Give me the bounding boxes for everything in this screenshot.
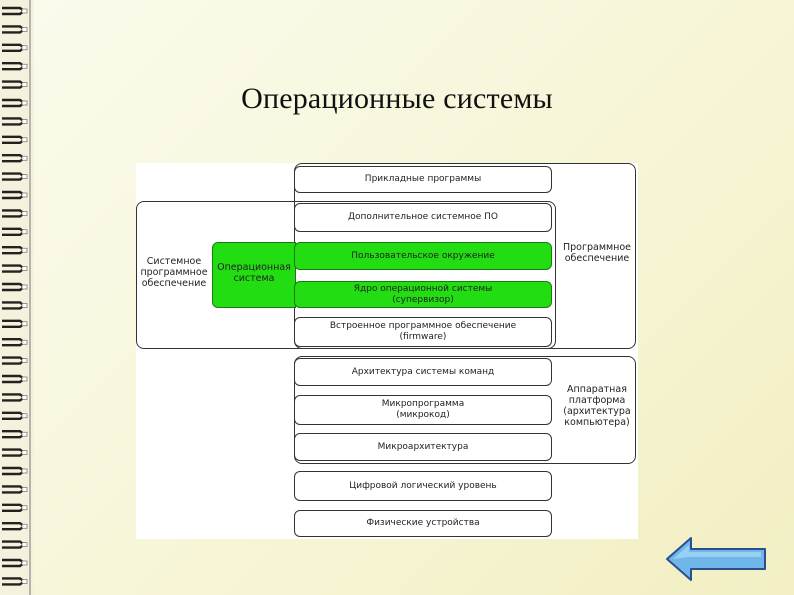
os-layers-diagram: Системное программное обеспечение Операц… bbox=[136, 163, 638, 539]
layer-application-programs: Прикладные программы bbox=[294, 166, 552, 193]
binding-hole bbox=[21, 247, 28, 253]
layer-os-kernel: Ядро операционной системы (супервизор) bbox=[294, 281, 552, 308]
binding-hole bbox=[21, 505, 28, 511]
layer-firmware: Встроенное программное обеспечение (firm… bbox=[294, 317, 552, 347]
binding-hole bbox=[21, 321, 28, 327]
binding-hole bbox=[21, 63, 28, 69]
binding-hole bbox=[21, 339, 28, 345]
binding-hole bbox=[21, 27, 28, 32]
binding-hole bbox=[21, 192, 28, 198]
binding-hole bbox=[21, 487, 28, 492]
slide-title: Операционные системы bbox=[241, 82, 553, 115]
binding-hole bbox=[21, 284, 28, 290]
software-label: Программное обеспечение bbox=[562, 242, 632, 264]
binding-hole bbox=[21, 229, 28, 235]
binding-hole bbox=[21, 8, 28, 14]
operating-system-box: Операционная система bbox=[212, 242, 296, 308]
binding-hole bbox=[21, 137, 28, 143]
binding-hole bbox=[21, 211, 28, 216]
binding-hole bbox=[21, 395, 28, 400]
layer-digital-logic: Цифровой логический уровень bbox=[294, 471, 552, 501]
binding-hole bbox=[21, 358, 28, 363]
layer-physical-devices: Физические устройства bbox=[294, 510, 552, 537]
binding-hole bbox=[21, 560, 28, 566]
binding-hole bbox=[21, 303, 28, 308]
binding-hole bbox=[21, 542, 28, 547]
layer-additional-system-software: Дополнительное системное ПО bbox=[294, 203, 552, 232]
binding-hole bbox=[21, 376, 28, 382]
binding-hole bbox=[21, 468, 28, 474]
binding-hole bbox=[21, 45, 28, 51]
binding-hole bbox=[21, 100, 28, 106]
binding-hole bbox=[21, 431, 28, 437]
layer-microprogram: Микропрограмма (микрокод) bbox=[294, 395, 552, 425]
binding-hole bbox=[21, 579, 28, 584]
spiral-binding bbox=[0, 0, 34, 595]
binding-hole bbox=[21, 119, 28, 124]
back-arrow-button[interactable] bbox=[665, 536, 767, 582]
layer-microarchitecture: Микроархитектура bbox=[294, 433, 552, 461]
system-software-label: Системное программное обеспечение bbox=[140, 256, 208, 289]
hardware-label: Аппаратная платформа (архитектура компью… bbox=[563, 384, 631, 428]
left-arrow-icon bbox=[666, 537, 766, 581]
binding-hole bbox=[21, 82, 28, 87]
binding-hole bbox=[21, 413, 28, 419]
binding-hole bbox=[21, 155, 28, 161]
left-arrow-highlight bbox=[673, 545, 761, 559]
binding-hole bbox=[21, 266, 28, 271]
binding-hole bbox=[21, 523, 28, 529]
system-software-frame bbox=[136, 201, 556, 349]
layer-isa: Архитектура системы команд bbox=[294, 358, 552, 386]
layer-user-environment: Пользовательское окружение bbox=[294, 242, 552, 270]
binding-hole bbox=[21, 450, 28, 455]
binding-hole bbox=[21, 174, 28, 179]
